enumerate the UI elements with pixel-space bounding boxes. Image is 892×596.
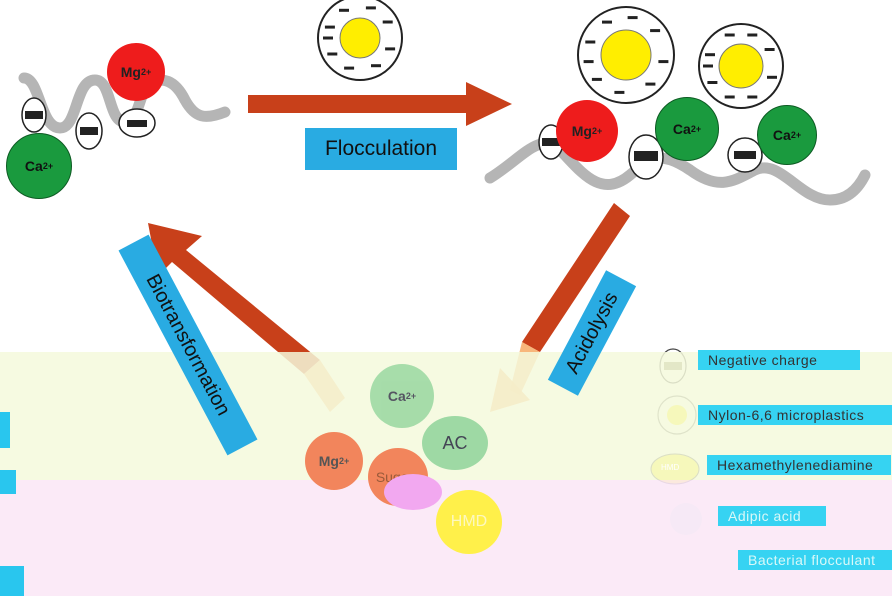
edge-tab-3 xyxy=(0,566,24,596)
negative-dash xyxy=(583,60,594,64)
negative-dash xyxy=(591,77,602,81)
legend-negative-charge: Negative charge xyxy=(698,350,860,370)
negative-dash xyxy=(705,53,715,57)
negative-dash xyxy=(724,33,735,37)
negative-dash xyxy=(707,81,718,84)
edge-tab-2 xyxy=(0,470,16,494)
legend-microplastics: Nylon-6,6 microplastics xyxy=(698,405,892,425)
negative-dash xyxy=(764,48,775,51)
negative-dash xyxy=(724,95,735,99)
negative-dash xyxy=(382,20,393,24)
flocculation-arrow xyxy=(248,82,512,126)
charge-oval-6 xyxy=(727,137,763,173)
negative-dash xyxy=(747,95,758,99)
charge-oval-5 xyxy=(628,134,664,180)
legend-hexamethylenediamine: Hexamethylenediamine xyxy=(707,455,891,475)
charge-oval-1 xyxy=(21,97,47,133)
charge-oval-2 xyxy=(75,112,103,150)
ac-product: AC xyxy=(422,416,488,470)
negative-dash xyxy=(658,60,669,64)
negative-dash xyxy=(602,20,612,24)
negative-dash xyxy=(339,8,349,12)
microplastic-right-2 xyxy=(698,23,784,109)
negative-dash xyxy=(324,25,335,29)
negative-dash xyxy=(767,75,777,79)
flocculation-label: Flocculation xyxy=(305,128,457,170)
microplastic-top xyxy=(317,0,403,81)
negative-dash xyxy=(585,40,596,44)
negative-dash xyxy=(747,33,758,37)
legend-adipic-acid: Adipic acid xyxy=(718,506,826,526)
pink-blob xyxy=(384,474,442,510)
negative-dash xyxy=(344,66,355,70)
edge-tab-1 xyxy=(0,412,10,448)
hmd-product: HMD xyxy=(436,490,502,554)
microplastic-right-1 xyxy=(577,6,675,104)
negative-dash xyxy=(650,29,661,33)
negative-dash xyxy=(323,36,333,40)
negative-dash xyxy=(703,64,713,68)
polymer-chain-left xyxy=(18,72,231,134)
negative-dash xyxy=(371,64,381,68)
negative-dash xyxy=(385,47,396,51)
negative-dash xyxy=(327,52,338,56)
negative-dash xyxy=(614,90,625,94)
legend-bacterial-flocculant: Bacterial flocculant xyxy=(738,550,892,570)
legend-hmd-icon-text: HMD xyxy=(661,463,680,472)
negative-dashes xyxy=(323,6,777,99)
charge-oval-3 xyxy=(118,108,156,138)
negative-dash xyxy=(645,82,656,86)
negative-dash xyxy=(365,6,376,10)
negative-dash xyxy=(627,16,638,20)
